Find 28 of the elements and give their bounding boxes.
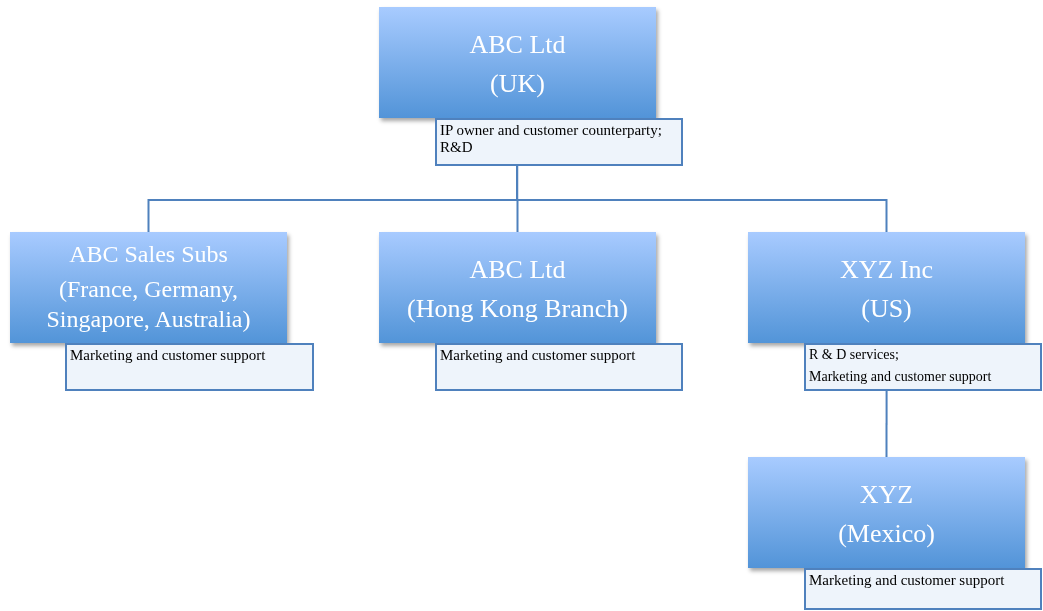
entity-text: Marketing and customer support [809,369,993,385]
role-note-box [65,343,314,391]
entity-text: Marketing and customer support [70,347,267,364]
entity-text: (Mexico) [837,518,936,550]
role-note-box [435,343,683,391]
role-note-box [435,118,683,166]
connector-line [516,165,888,233]
entity-text: (Hong Kong Branch) [406,293,629,325]
entity-text: Marketing and customer support [440,347,637,364]
entity-text: XYZ Inc [838,254,935,286]
entity-text: ABC Ltd [468,254,567,286]
entity-text: IP owner and customer counterparty; R&D [440,122,663,156]
role-note-box [804,568,1042,610]
connector-line [885,390,888,458]
entity-text: Marketing and customer support [809,572,1006,589]
entity-box [748,232,1025,343]
entity-text: ABC Ltd [468,29,567,61]
entity-box [10,232,287,343]
entity-box [379,232,656,343]
entity-text: (UK) [489,68,546,100]
entity-text: XYZ [858,479,915,511]
entity-text: ABC Sales Subs [68,240,229,269]
entity-text: (France, Germany, Singapore, Australia) [45,275,252,334]
entity-box [379,7,656,118]
entity-text: (US) [860,293,913,325]
entity-text: R & D services; [809,347,900,363]
entity-box [748,457,1025,568]
role-note-box [804,343,1042,391]
